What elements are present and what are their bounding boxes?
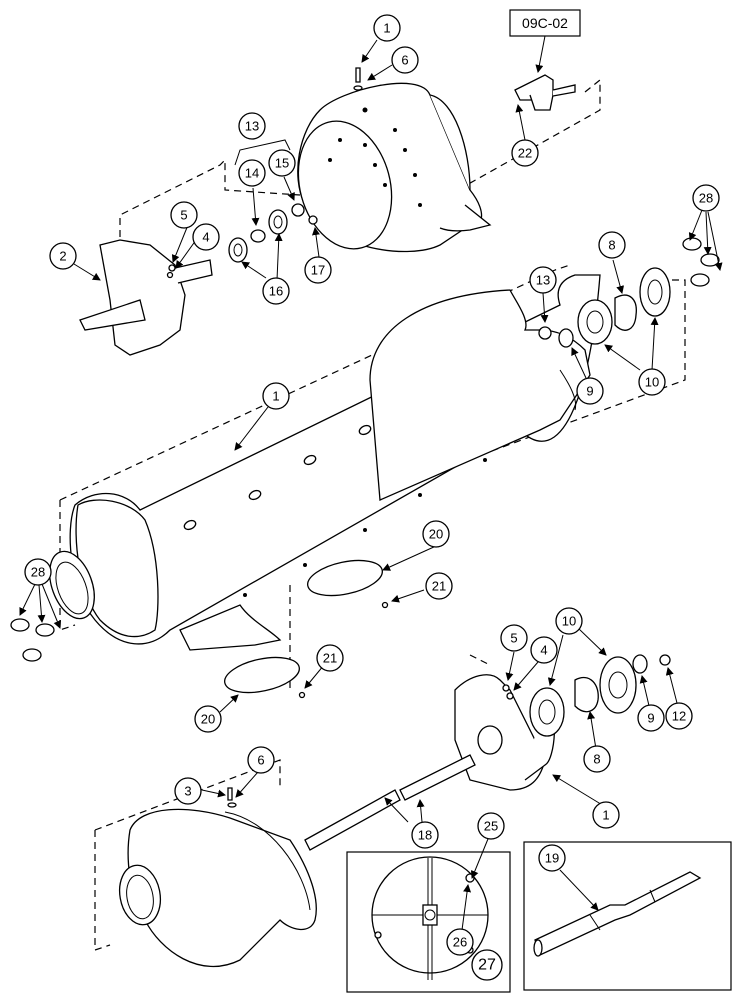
- svg-text:12: 12: [672, 709, 686, 724]
- svg-text:22: 22: [518, 146, 532, 161]
- svg-text:21: 21: [432, 579, 446, 594]
- callout-21-top: 21: [425, 572, 453, 600]
- svg-text:25: 25: [484, 819, 498, 834]
- svg-text:8: 8: [608, 238, 615, 253]
- callout-10-lower: 10: [555, 607, 583, 635]
- callout-20-bottom: 20: [194, 705, 222, 733]
- svg-text:16: 16: [269, 284, 283, 299]
- svg-text:5: 5: [510, 631, 517, 646]
- svg-text:20: 20: [201, 712, 215, 727]
- svg-text:20: 20: [429, 527, 443, 542]
- callout-5-lower: 5: [500, 624, 528, 652]
- callout-9-lower: 9: [637, 704, 665, 732]
- callout-22: 22: [511, 139, 539, 167]
- svg-text:18: 18: [418, 828, 432, 843]
- svg-text:10: 10: [645, 375, 659, 390]
- reference-box: 09C-02: [509, 9, 581, 37]
- callout-25: 25: [477, 812, 505, 840]
- svg-text:1: 1: [272, 389, 279, 404]
- callout-4-lower: 4: [530, 636, 558, 664]
- callout-3-top: 1: [373, 14, 401, 42]
- callout-7: 1: [592, 801, 620, 829]
- callout-19: 19: [538, 844, 566, 872]
- callout-21-bottom: 21: [316, 644, 344, 672]
- callout-13-top: 13: [238, 112, 266, 140]
- svg-text:17: 17: [311, 263, 325, 278]
- svg-text:26: 26: [453, 935, 467, 950]
- upper-auger-section: [79, 67, 576, 356]
- callout-16: 16: [262, 277, 290, 305]
- callout-leaders: [19, 39, 723, 931]
- callout-17: 17: [304, 256, 332, 284]
- callout-28-top: 28: [692, 184, 720, 212]
- svg-text:3: 3: [184, 784, 191, 799]
- svg-text:27: 27: [478, 957, 496, 974]
- assembly-guide-lines: [59, 78, 686, 951]
- callout-18: 18: [411, 821, 439, 849]
- callout-14: 14: [238, 159, 266, 187]
- callout-28-left: 28: [24, 558, 52, 586]
- svg-text:14: 14: [245, 166, 259, 181]
- callout-5-top: 5: [170, 201, 198, 229]
- svg-text:21: 21: [323, 651, 337, 666]
- callout-13-right: 13: [529, 266, 557, 294]
- svg-text:4: 4: [202, 230, 209, 245]
- svg-text:13: 13: [536, 273, 550, 288]
- svg-text:5: 5: [180, 208, 187, 223]
- callout-27: 27: [471, 949, 503, 981]
- svg-text:13: 13: [245, 119, 259, 134]
- svg-text:8: 8: [593, 752, 600, 767]
- lower-auger-section: [118, 654, 671, 968]
- svg-text:1: 1: [383, 21, 390, 36]
- svg-text:6: 6: [257, 753, 264, 768]
- callout-8-top: 8: [598, 231, 626, 259]
- main-auger-tube: [10, 237, 720, 699]
- svg-text:9: 9: [586, 384, 593, 399]
- svg-text:1: 1: [602, 808, 609, 823]
- callout-4-top: 4: [192, 223, 220, 251]
- svg-text:4: 4: [540, 643, 547, 658]
- callout-8-lower: 8: [583, 745, 611, 773]
- callout-6-top: 6: [391, 46, 419, 74]
- svg-text:10: 10: [562, 614, 576, 629]
- callout-15: 15: [268, 149, 296, 177]
- svg-text:15: 15: [275, 156, 289, 171]
- svg-text:19: 19: [545, 851, 559, 866]
- reference-box-label: 09C-02: [522, 15, 568, 31]
- callout-12: 12: [665, 702, 693, 730]
- svg-text:28: 28: [699, 191, 713, 206]
- callout-26: 26: [446, 928, 474, 956]
- svg-text:9: 9: [647, 711, 654, 726]
- svg-text:28: 28: [31, 565, 45, 580]
- callout-3-lower: 3: [174, 777, 202, 805]
- svg-text:6: 6: [401, 53, 408, 68]
- callout-2: 2: [49, 242, 77, 270]
- reference-leader: [535, 35, 546, 73]
- svg-text:2: 2: [59, 249, 66, 264]
- callout-10-top: 10: [638, 368, 666, 396]
- callout-9-top: 9: [576, 377, 604, 405]
- callout-20-top: 20: [422, 520, 450, 548]
- callout-1: 1: [262, 382, 290, 410]
- callout-6-lower: 6: [247, 746, 275, 774]
